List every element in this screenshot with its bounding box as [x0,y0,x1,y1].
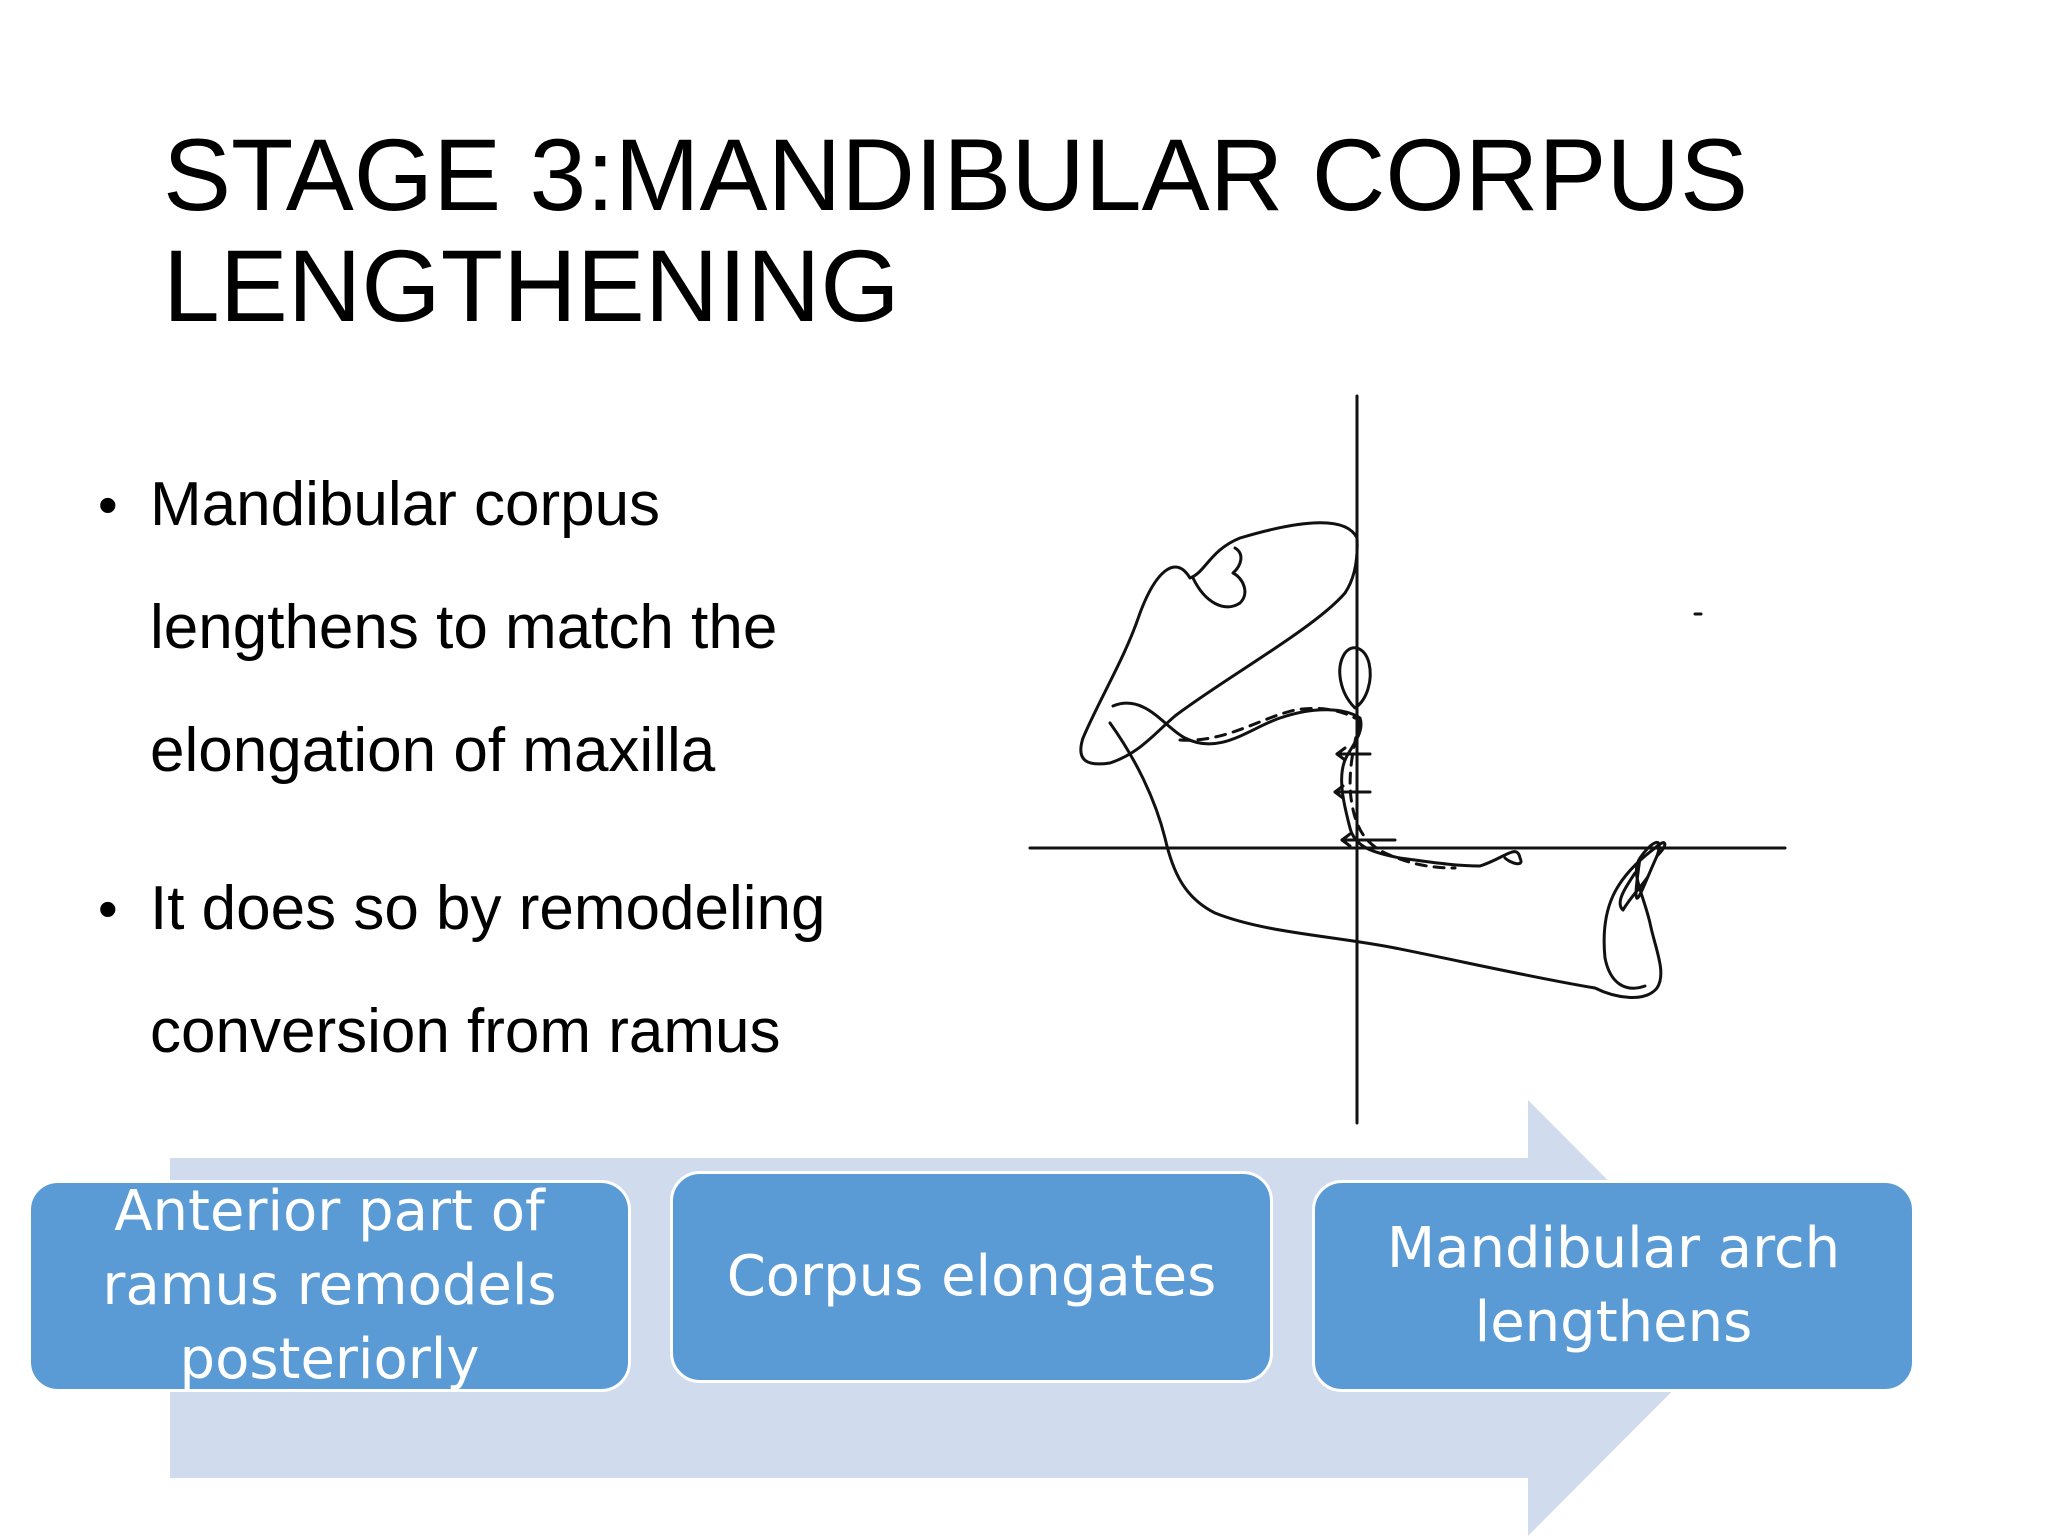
remodeling-dashed-line [1178,706,1357,742]
condyle-outline [1079,521,1359,766]
bullet-1-line-3: elongation of maxilla [150,716,716,785]
step-2-line-1: Corpus elongates [726,1244,1217,1309]
slide-title: STAGE 3:MANDIBULAR CORPUS LENGTHENING [163,120,1883,342]
step-1-line-1: Anterior part of [114,1179,545,1244]
step-1-line-3: posteriorly [179,1327,480,1392]
bullet-marker: • [98,877,118,940]
bullet-1-line-2: lengthens to match the [150,593,778,662]
slide-title-line-2: LENGTHENING [163,229,900,343]
process-step-3: Mandibular arch lengthens [1312,1180,1915,1392]
remodel-arrow-2-head [1333,784,1345,800]
coronoid-notch [1191,546,1247,609]
tooth-bud-outline [1338,646,1372,710]
bullet-list: • Mandibular corpus lengthens to match t… [98,443,948,1128]
bullet-marker: • [98,473,118,536]
process-step-1: Anterior part of ramus remodels posterio… [28,1179,631,1392]
bullet-2-line-2: conversion from ramus [150,997,781,1066]
bullet-1-line-1: Mandibular corpus [150,470,661,539]
process-step-2: Corpus elongates [670,1171,1273,1383]
mandible-base-outline [1108,721,1663,999]
incisor-outline [1618,871,1649,912]
bullet-2-line-1: It does so by remodeling [150,874,826,943]
mandible-outline [1111,701,1523,868]
process-flow: Anterior part of ramus remodels posterio… [0,1100,2048,1536]
step-3-line-2: lengthens [1474,1290,1753,1355]
mandible-diagram-svg [1028,394,1787,1125]
remodel-arrow-3-head [1340,832,1352,848]
step-1-line-2: ramus remodels [102,1253,557,1318]
chin-outline [1602,841,1667,990]
slide-title-line-1: STAGE 3:MANDIBULAR CORPUS [163,118,1749,232]
bullet-item-1: • Mandibular corpus lengthens to match t… [98,443,948,812]
bullet-item-2: • It does so by remodeling conversion fr… [98,847,948,1093]
mandible-remodeling-diagram [1015,388,1795,1125]
step-3-line-1: Mandibular arch [1386,1216,1841,1281]
remodeling-dashed-line-2 [1348,718,1457,870]
remodel-arrow-1-head [1335,746,1347,762]
